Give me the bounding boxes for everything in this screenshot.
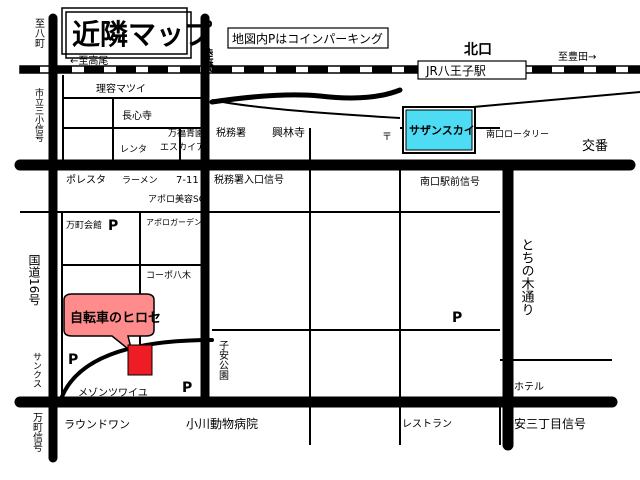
parking-note: 地図内Pはコインパーキング [227, 27, 389, 49]
label-kokudo: 国道16号 [27, 254, 41, 305]
main-roads [14, 13, 636, 463]
parking-note-text: 地図内Pはコインパーキング [232, 32, 383, 46]
map-title: 近隣マップ [72, 18, 213, 51]
title-box: 近隣マップ [61, 7, 213, 59]
label-zoo-hospital: 小川動物病院 [186, 416, 258, 431]
label-apollo-garden: アポロガーデン [146, 217, 202, 227]
label-tochinoki: とちの木通り [519, 238, 535, 316]
shop-marker [127, 344, 153, 376]
label-yasumi-signal: 安三丁目信号 [514, 416, 586, 431]
label-zeimusho-signal: 税務署入口信号 [214, 173, 284, 186]
parking-1: P [108, 218, 118, 234]
label-rental: レンタ [120, 144, 147, 155]
label-riyou: 理容マツイ [96, 82, 146, 95]
parking-3: P [182, 380, 192, 396]
railway [19, 65, 640, 74]
label-to-toyoda: 至豊田→ [558, 50, 596, 63]
label-koban: 交番 [582, 138, 608, 154]
label-korinji: 興林寺 [272, 125, 305, 139]
label-sankusu: サンクス [31, 352, 42, 388]
label-maison: メゾンツワイユ [78, 387, 148, 399]
highlight-shop: 自転車のヒロセ [63, 293, 161, 376]
label-restaurant: レストラン [402, 418, 452, 430]
label-porestar: ポレスタ [66, 174, 106, 186]
label-apollo-salon: アポロ美容SC [148, 193, 205, 205]
label-corpo: コーポ八木 [146, 269, 191, 281]
parking-4: P [452, 310, 462, 326]
label-kitaguchi: 北口 [464, 42, 492, 58]
label-ramen: ラーメン [122, 175, 158, 186]
label-shiritsu: 市立三小信号 [33, 87, 44, 143]
label-mancho-kaikan: 万町会館 [66, 219, 102, 231]
label-koyasu-park: 子安公園 [217, 340, 229, 381]
label-minami-station-signal: 南口駅前信号 [420, 175, 480, 188]
jr-station-label: JR八王子駅 [425, 64, 486, 78]
sazansukai-label: サザンスカイ [409, 124, 475, 137]
label-esucaia: エスカイア [160, 142, 205, 153]
label-manpuku: 万福青園 [168, 127, 204, 139]
label-choshinji: 長心寺 [122, 110, 152, 122]
label-seven: 7-11 [176, 175, 199, 186]
label-round: ラウンドワン [64, 418, 130, 431]
parking-symbols: P P P P [68, 218, 462, 396]
parking-2: P [68, 352, 78, 368]
label-to-takao: ←至高尾 [70, 54, 108, 67]
label-minami-rotary: 南口ロータリー [486, 128, 549, 140]
label-to-bunkacho: 至八町 [33, 18, 45, 48]
place-labels: 北口 ←至高尾 至豊田→ 理容マツイ 長心寺 万福青園 税務署 興林寺 〒 レン… [64, 42, 608, 431]
vertical-labels: 至八町 陸橋 市立三小信号 とちの木通り 国道16号 サンクス 子安公園 万町信… [27, 18, 534, 453]
sazansukai-building: サザンスカイ [402, 106, 476, 154]
jr-station: JR八王子駅 [417, 60, 527, 80]
label-zeimusho: 税務署 [216, 126, 246, 139]
label-te-mark: 〒 [382, 132, 392, 143]
label-hotel: ホテル [514, 381, 544, 393]
label-mancho-signal: 万町信号 [31, 412, 43, 453]
label-rikkyo: 陸橋 [200, 47, 214, 73]
highlight-shop-label: 自転車のヒロセ [70, 310, 161, 326]
